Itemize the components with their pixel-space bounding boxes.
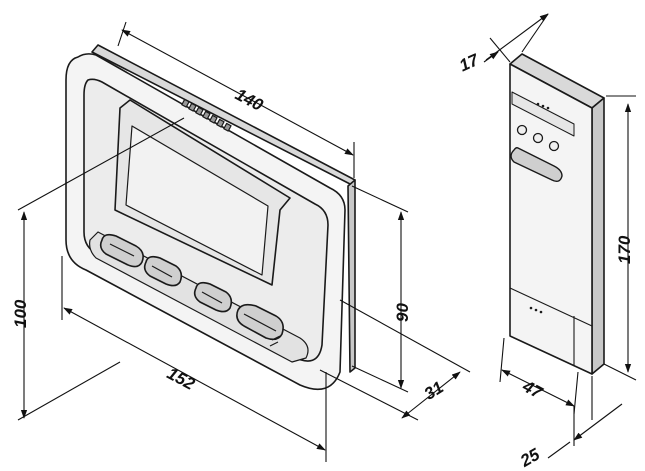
dim-label-sensor-height: 170 (615, 235, 634, 264)
dim-label-sensor-base-depth: 25 (516, 444, 543, 471)
dim-label-display-width: 140 (232, 85, 266, 115)
sensor-led-3 (548, 140, 560, 152)
indicator-dots-icon (529, 102, 550, 314)
sensor-led-1 (516, 124, 528, 136)
dim-label-display-total-height: 100 (11, 299, 30, 328)
button-1 (99, 233, 144, 268)
dim-label-display-height: 90 (393, 303, 412, 322)
sensor-dimensions (483, 13, 637, 459)
control-unit (65, 44, 356, 391)
dim-label-sensor-depth: 17 (456, 50, 482, 76)
sensor-lower-section (509, 287, 593, 366)
sensor-slot-button (510, 147, 563, 183)
dim-label-display-total-width: 152 (164, 364, 198, 394)
room-sensor (509, 53, 605, 375)
control-unit-screen-inner (125, 125, 269, 276)
button-2 (143, 255, 183, 287)
sensor-led-2 (532, 132, 544, 144)
control-unit-right-side (347, 179, 356, 373)
control-unit-dimensions (17, 21, 471, 462)
sensor-upper-panel (511, 91, 575, 137)
sensor-front (509, 63, 593, 375)
sensor-right-side (591, 97, 605, 375)
